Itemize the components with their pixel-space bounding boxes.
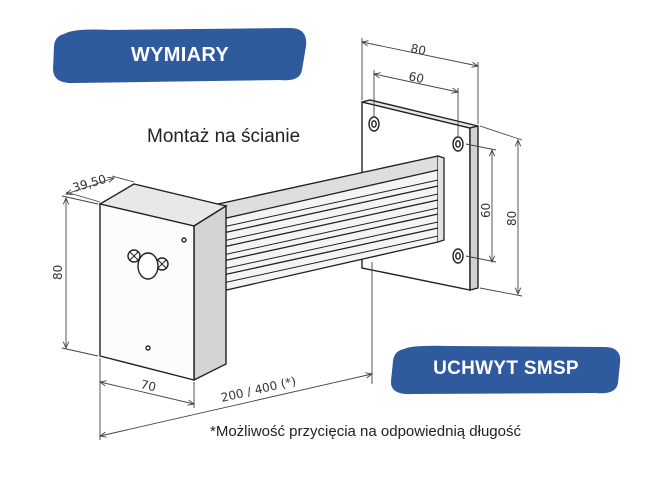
badge-dimensions: WYMIARY <box>50 26 310 84</box>
dim-plate-height: 80 <box>505 211 519 226</box>
hole-icon <box>368 116 380 132</box>
support-bar <box>199 155 445 297</box>
dim-end-width: 70 <box>139 377 157 394</box>
hole-icon <box>137 252 159 280</box>
dim-plate-hole-spacing-h: 60 <box>407 69 425 86</box>
wall-mount-label: Montaż na ścianie <box>147 126 301 147</box>
end-plate <box>98 183 228 382</box>
badge-dimensions-text: WYMIARY <box>130 43 230 66</box>
dim-end-height: 80 <box>51 265 65 280</box>
dim-plate-hole-spacing-v: 60 <box>479 203 493 218</box>
badge-product-text: UCHWYT SMSP <box>433 358 579 379</box>
screw-icon <box>127 249 141 263</box>
hole-icon <box>452 136 464 152</box>
badge-product: UCHWYT SMSP <box>388 343 624 395</box>
dim-end-depth: 39,50 <box>71 172 108 195</box>
hole-icon <box>452 248 464 264</box>
hole-icon <box>181 237 187 243</box>
screw-icon <box>155 257 169 271</box>
hole-icon <box>145 345 151 351</box>
dim-plate-width: 80 <box>409 41 427 58</box>
dimension-lines <box>61 38 523 440</box>
badge-shape <box>53 28 307 84</box>
badge-shape <box>390 345 621 395</box>
